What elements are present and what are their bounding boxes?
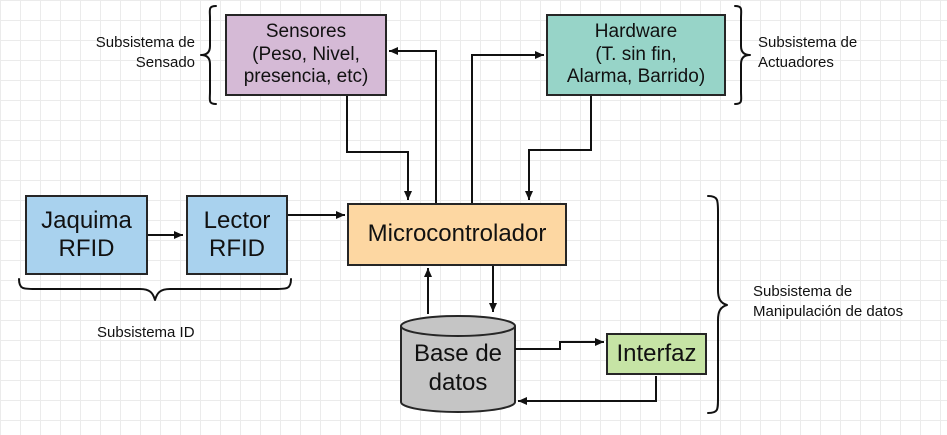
- lector-rfid-label: RFID: [208, 235, 265, 262]
- hardware-subtitle: (T. sin fin,: [595, 43, 677, 65]
- brace-id: [18, 278, 292, 301]
- base-de-datos-label: Base de datos: [401, 340, 515, 398]
- lector-label: Lector: [203, 206, 271, 234]
- lector-rfid-block: Lector RFID: [186, 195, 288, 275]
- jaquima-label: Jaquima: [41, 206, 132, 234]
- brace-actuadores: [734, 5, 751, 105]
- base-de-datos-line-1: Base de: [413, 340, 503, 367]
- arrow-microcontrolador-to-sensores: [389, 47, 437, 203]
- jaquima-rfid-label: RFID: [58, 235, 115, 262]
- arrow-base-de-datos-to-interfaz: [515, 338, 604, 350]
- subsistema-id-label: Subsistema ID: [97, 323, 195, 343]
- arrow-interfaz-to-base-de-datos: [518, 376, 657, 405]
- database-cylinder: [400, 315, 516, 413]
- subsistema-manipulacion-label: Subsistema de Manipulación de datos: [753, 282, 903, 321]
- hardware-title: Hardware: [594, 21, 678, 43]
- sensores-title: Sensores: [265, 21, 347, 43]
- manipulacion-line-1: Subsistema de: [753, 283, 853, 300]
- actuadores-line-1: Subsistema de: [758, 34, 858, 51]
- microcontrolador-label: Microcontrolador: [367, 220, 547, 248]
- brace-sensado: [200, 5, 217, 105]
- arrow-hardware-to-microcontrolador: [525, 96, 592, 200]
- sensores-subtitle-2: presencia, etc): [243, 66, 369, 88]
- jaquima-rfid-block: Jaquima RFID: [25, 195, 148, 275]
- sensado-line-2: Sensado: [135, 53, 195, 71]
- arrow-sensores-to-microcontrolador: [346, 96, 412, 200]
- interfaz-block: Interfaz: [606, 333, 707, 375]
- actuadores-line-2: Actuadores: [758, 53, 834, 71]
- microcontrolador-block: Microcontrolador: [347, 203, 567, 266]
- sensado-line-1: Subsistema de: [95, 34, 195, 51]
- arrow-microcontrolador-to-hardware: [471, 51, 544, 203]
- subsistema-actuadores-label: Subsistema de Actuadores: [758, 33, 857, 72]
- sensores-subtitle: (Peso, Nivel,: [252, 43, 360, 65]
- base-de-datos-line-2: datos: [428, 368, 488, 396]
- hardware-block: Hardware (T. sin fin, Alarma, Barrido): [546, 14, 726, 96]
- brace-manipulacion: [707, 195, 728, 414]
- sensores-block: Sensores (Peso, Nivel, presencia, etc): [225, 14, 387, 96]
- interfaz-label: Interfaz: [616, 339, 697, 367]
- subsistema-sensado-label: Subsistema de Sensado: [96, 33, 195, 72]
- id-line-1: Subsistema ID: [97, 324, 195, 341]
- hardware-subtitle-2: Alarma, Barrido): [566, 66, 706, 88]
- manipulacion-line-2: Manipulación de datos: [753, 302, 904, 320]
